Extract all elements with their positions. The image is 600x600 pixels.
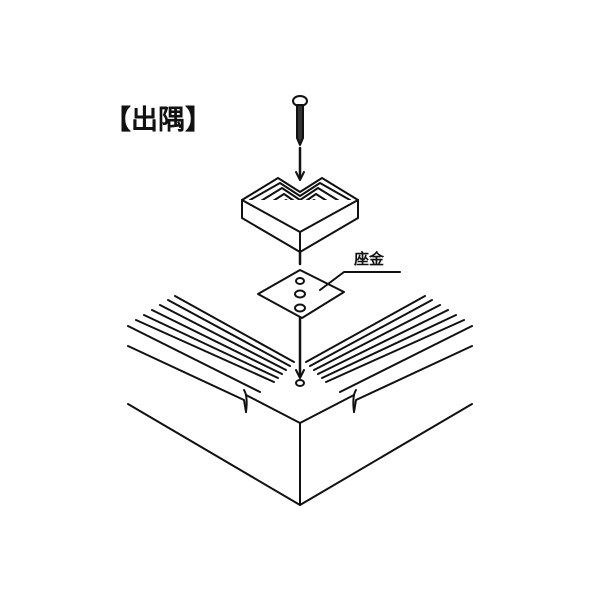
screw-icon xyxy=(292,95,308,181)
washer-label: 座金 xyxy=(354,250,385,268)
washer-icon xyxy=(257,269,401,387)
step-corner-icon xyxy=(127,295,473,506)
corner-cap-icon xyxy=(241,177,359,266)
diagram-title: 【出隅】 xyxy=(104,105,212,136)
